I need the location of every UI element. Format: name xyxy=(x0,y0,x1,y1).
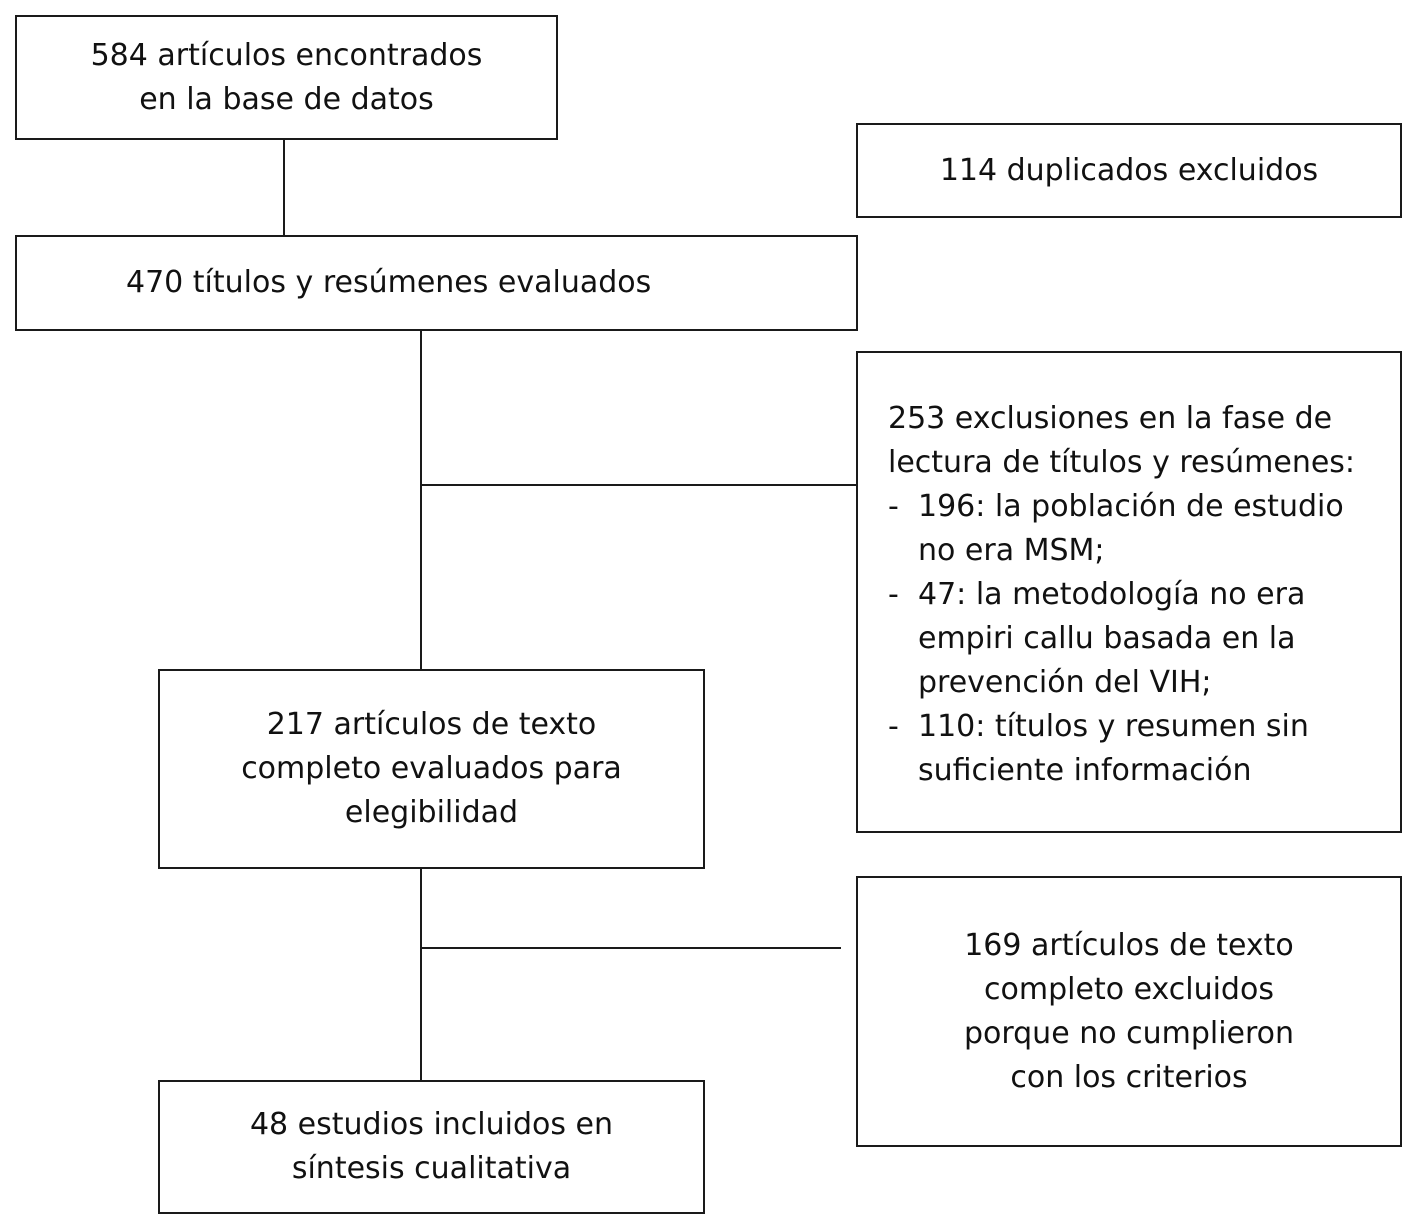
box-text-line: 470 títulos y resúmenes evaluados xyxy=(126,265,652,300)
exclusion-reasons-list: 196: la población de estudio no era MSM;… xyxy=(888,485,1400,793)
box-text-line: elegibilidad xyxy=(344,795,519,830)
connector-to-fulltext-excluded xyxy=(420,947,841,949)
box-text-line: porque no cumplieron xyxy=(963,1015,1295,1051)
box-text-line: 114 duplicados excluidos xyxy=(939,152,1319,188)
box-text-line: en la base de datos xyxy=(139,81,434,117)
exclusion-reason-item: 196: la población de estudio no era MSM; xyxy=(888,485,1400,573)
duplicates-excluded-box: 114 duplicados excluidos xyxy=(856,123,1402,218)
box-text-line: 217 artículos de texto xyxy=(266,707,597,742)
connector-found-to-screened xyxy=(283,139,285,236)
titles-abstracts-screened-box: 470 títulos y resúmenes evaluados xyxy=(15,235,858,331)
box-text-line: lectura de títulos y resúmenes: xyxy=(888,445,1356,480)
box-text-line: 169 artículos de texto xyxy=(964,927,1294,963)
studies-included-box: 48 estudios incluidos en síntesis cualit… xyxy=(158,1080,705,1214)
reason-text-line: empiri callu basada en la xyxy=(918,621,1296,656)
exclusion-reason-item: 110: títulos y resumen sin suficiente in… xyxy=(888,705,1400,793)
box-text-line: completo evaluados para xyxy=(241,751,622,786)
screening-exclusions-box: 253 exclusiones en la fase de lectura de… xyxy=(856,351,1402,833)
reason-text-line: 196: la población de estudio xyxy=(918,489,1344,524)
box-text-line: 584 artículos encontrados xyxy=(90,37,483,73)
reason-text-line: 47: la metodología no era xyxy=(918,577,1306,612)
connector-fulltext-to-included xyxy=(420,867,422,1081)
box-text-line: completo excluidos xyxy=(984,971,1274,1007)
reason-text-line: 110: títulos y resumen sin xyxy=(918,709,1309,744)
exclusion-reason-item: 47: la metodología no era empiri callu b… xyxy=(888,573,1400,705)
box-text-line: con los criterios xyxy=(1010,1059,1248,1095)
articles-found-box: 584 artículos encontrados en la base de … xyxy=(15,15,558,140)
reason-text-line: prevención del VIH; xyxy=(918,665,1212,700)
box-text-line: 253 exclusiones en la fase de xyxy=(888,401,1333,436)
box-text-line: síntesis cualitativa xyxy=(291,1151,572,1186)
box-text-line: 48 estudios incluidos en xyxy=(249,1107,614,1142)
fulltext-excluded-box: 169 artículos de texto completo excluido… xyxy=(856,876,1402,1147)
reason-text-line: no era MSM; xyxy=(918,533,1105,568)
connector-screened-to-fulltext xyxy=(420,330,422,670)
connector-to-screen-exclusions xyxy=(420,484,857,486)
fulltext-assessed-box: 217 artículos de texto completo evaluado… xyxy=(158,669,705,869)
reason-text-line: suficiente información xyxy=(918,753,1252,788)
